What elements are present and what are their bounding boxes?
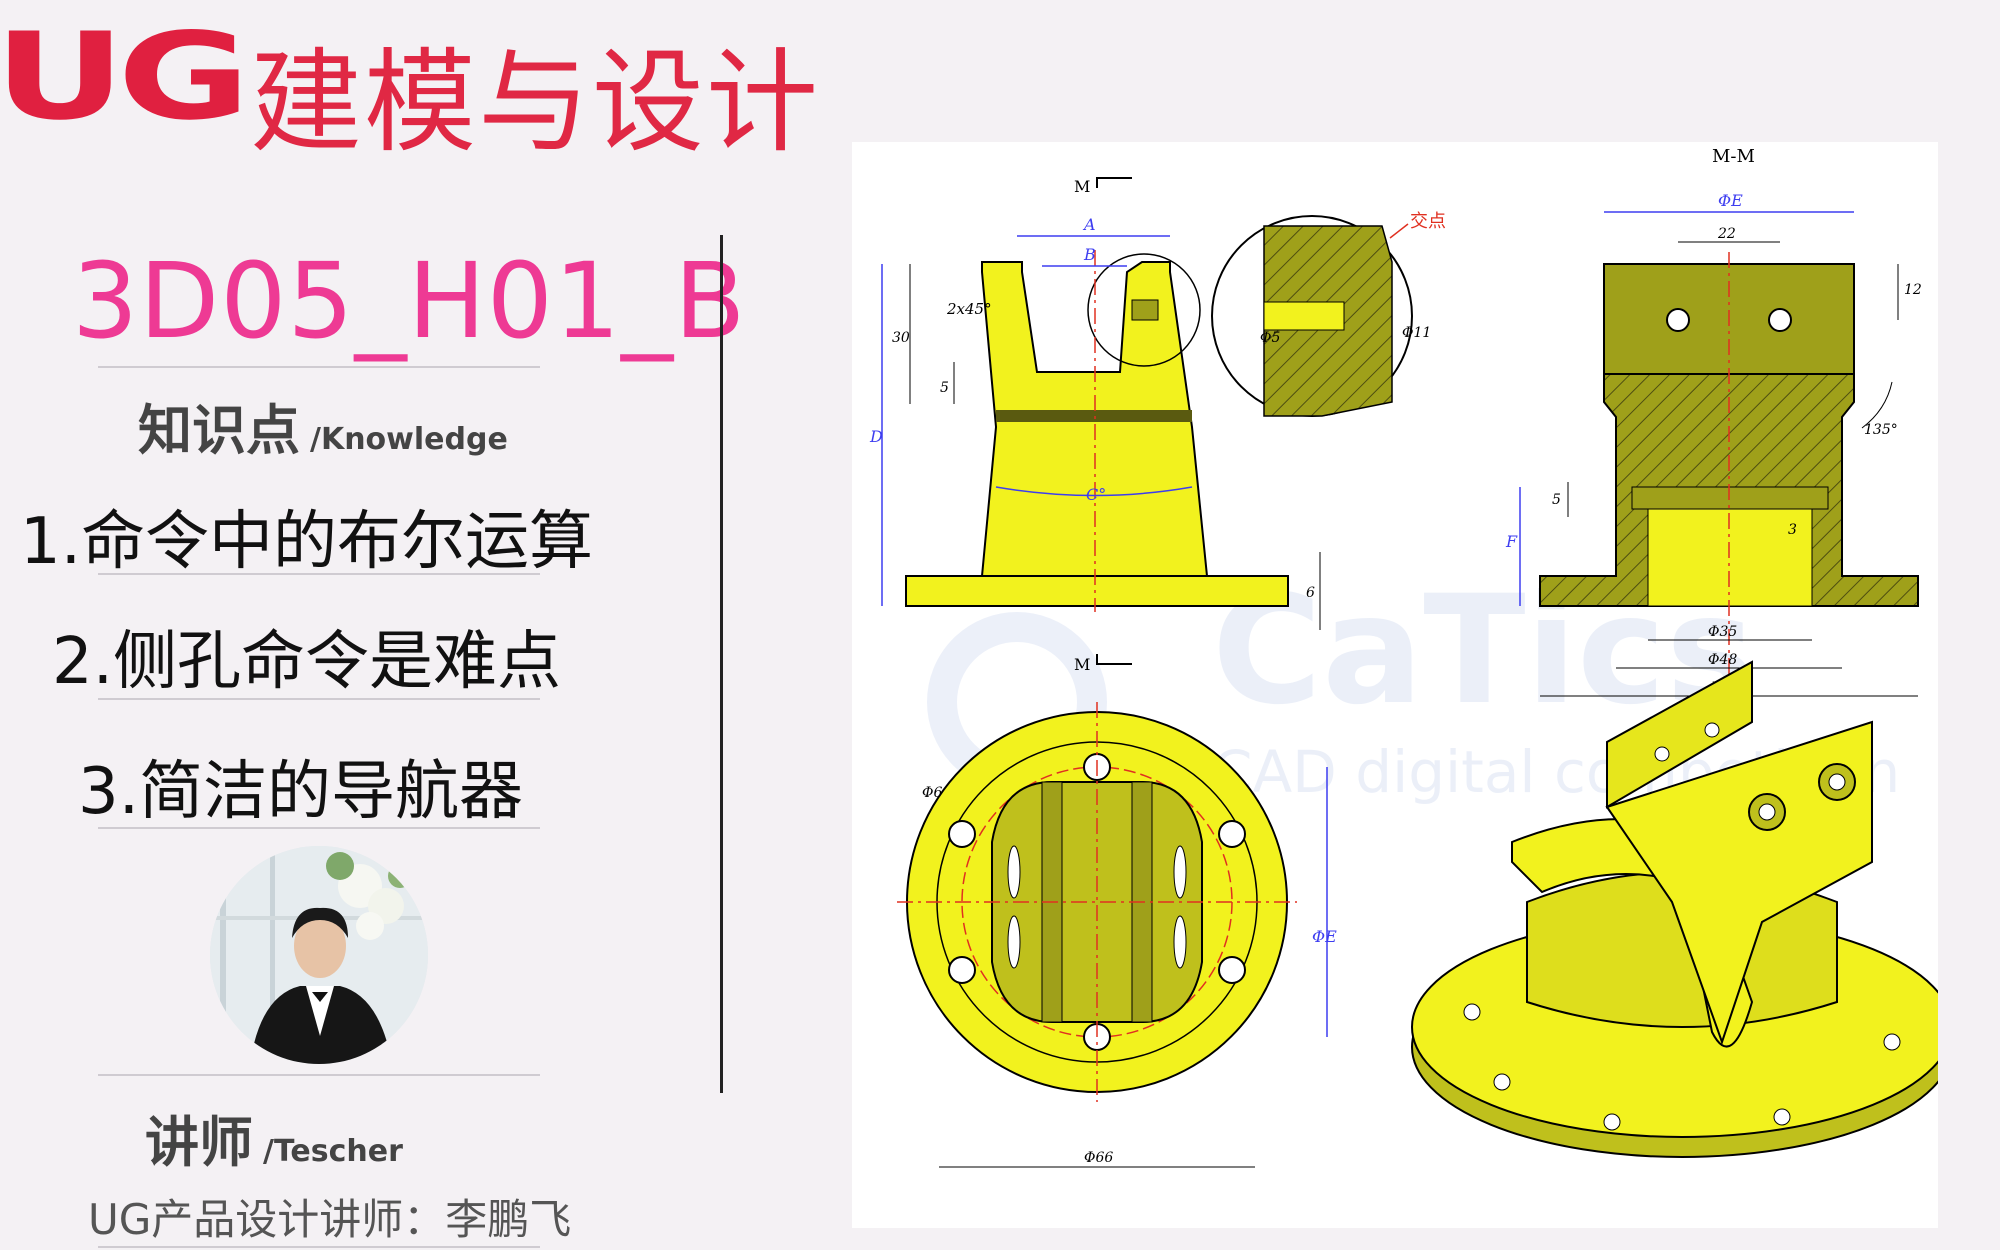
divider: [98, 573, 540, 575]
dim-5b: 5: [1552, 492, 1561, 508]
teacher-heading: 讲师/Tescher: [145, 1098, 403, 1177]
dim-C: C°: [1086, 485, 1106, 504]
engineering-drawing: CaTics CAD digital competition A B D 30 …: [852, 142, 1938, 1228]
teacher-heading-cn: 讲师: [145, 1111, 253, 1174]
section-mark-bottom: M: [1074, 655, 1090, 674]
teacher-avatar: [210, 846, 428, 1064]
ug-logo: UG: [0, 8, 250, 147]
teacher-heading-en: /Tescher: [263, 1134, 403, 1169]
dim-22: 22: [1717, 226, 1736, 242]
top-view: M Φ6 ΦE Φ66: [897, 654, 1337, 1168]
dim-E-side: ΦE: [1312, 927, 1337, 946]
divider: [98, 698, 540, 700]
lesson-code: 3D05_H01_B: [72, 240, 747, 362]
vertical-divider: [720, 235, 723, 1093]
dim-d48: Φ48: [1708, 652, 1737, 668]
dim-D: D: [869, 427, 883, 446]
dim-chamfer: 2x45°: [946, 300, 992, 318]
knowledge-heading: 知识点/Knowledge: [138, 386, 508, 465]
intersection-label: 交点: [1410, 211, 1446, 232]
divider: [98, 1246, 540, 1248]
dim-d35: Φ35: [1708, 624, 1737, 640]
divider: [98, 1074, 540, 1076]
dim-E-top: ΦE: [1718, 191, 1743, 210]
dim-12: 12: [1904, 282, 1922, 298]
dim-d6: Φ6: [922, 785, 942, 801]
dim-5a: 5: [940, 380, 949, 396]
dim-d66: Φ66: [1084, 1150, 1113, 1166]
front-view: A B D 30 5 2x45° C° 6 M: [869, 177, 1321, 630]
dim-6: 6: [1306, 585, 1315, 601]
dim-F: F: [1505, 532, 1518, 551]
teacher-name: UG产品设计讲师：李鹏飞: [88, 1195, 572, 1244]
divider: [98, 827, 540, 829]
dim-B: B: [1083, 245, 1096, 264]
dim-detail-d11: Φ11: [1402, 325, 1431, 341]
dim-3: 3: [1788, 522, 1797, 538]
section-view: M-M ΦE 22 12 135° F 5 3 Φ35 Φ48: [1505, 146, 1922, 702]
dim-detail-d5: Φ5: [1260, 330, 1280, 346]
divider: [98, 366, 540, 368]
detail-view: Φ5 Φ11 交点: [1211, 211, 1446, 417]
knowledge-item-1: 1.命令中的布尔运算: [20, 505, 594, 579]
isometric-view: [1411, 660, 1938, 1158]
knowledge-heading-en: /Knowledge: [310, 422, 508, 457]
drawing-svg: CaTics CAD digital competition A B D 30 …: [869, 146, 1938, 1168]
dim-A: A: [1082, 215, 1096, 234]
knowledge-item-2: 2.侧孔命令是难点: [52, 625, 562, 699]
knowledge-item-3: 3.简洁的导航器: [78, 755, 524, 829]
dim-135: 135°: [1864, 422, 1898, 438]
section-mark-top: M: [1074, 177, 1090, 196]
section-title: M-M: [1712, 146, 1755, 167]
page-title: 建模与设计: [250, 38, 820, 168]
dim-30: 30: [892, 330, 910, 346]
knowledge-heading-cn: 知识点: [138, 399, 300, 462]
